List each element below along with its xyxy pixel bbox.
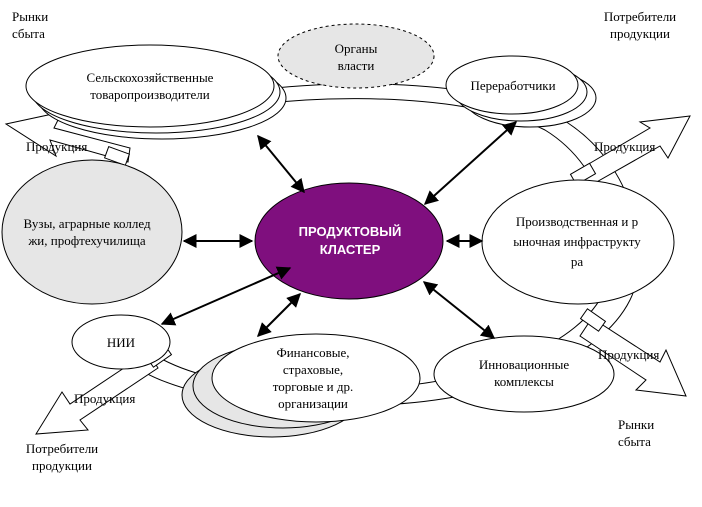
infrastructure-label: Производственная и рыночная инфраструкту… — [513, 214, 641, 269]
agri-ellipse — [25, 44, 275, 128]
center-ellipse — [254, 182, 444, 300]
arrow-center-agri — [257, 134, 305, 194]
agri-label: Сельскохозяйственные товаропроизводители — [86, 70, 214, 102]
corner-bottom-left: Потребители продукции — [25, 441, 99, 473]
innovation-ellipse — [433, 335, 615, 413]
flow-arrow-top-right — [569, 115, 691, 189]
universities-label: Вузы, аграрные колледжи, профтехучилища — [23, 216, 151, 248]
arrow-center-processors — [423, 121, 518, 205]
connection-arrows — [160, 121, 518, 339]
corner-top-right: Потребители продукции — [603, 9, 677, 41]
flow-label-top-right: Продукция — [594, 139, 656, 154]
arrow-center-finance — [257, 293, 301, 337]
flow-label-bottom-left: Продукция — [74, 391, 136, 406]
government-ellipse — [277, 23, 435, 89]
innovation-label: Инновационные комплексы — [478, 357, 570, 389]
universities-ellipse — [1, 159, 183, 305]
arrow-center-innovation — [422, 281, 496, 339]
corner-top-left: Рынки сбыта — [12, 9, 49, 41]
processors-label: Переработчики — [470, 77, 556, 93]
corner-bottom-right: Рынки сбыта — [618, 417, 655, 449]
arrow-center-nii — [160, 266, 292, 326]
nii-label: НИИ — [106, 334, 136, 350]
flow-arrow-top-left — [4, 111, 131, 167]
processors-ellipse — [445, 55, 579, 115]
government-label: Органы власти — [334, 41, 378, 73]
flow-arrow-bottom-right — [579, 308, 687, 397]
center-label: ПРОДУКТОВЫЙ КЛАСТЕР — [298, 224, 402, 257]
flow-label-bottom-right: Продукция — [598, 347, 660, 362]
flow-label-top-left: Продукция — [26, 139, 88, 154]
finance-ellipse — [211, 333, 421, 423]
nii-ellipse — [71, 314, 171, 370]
finance-label: Финансовые, страховые, торговые и др. ор… — [272, 345, 354, 411]
